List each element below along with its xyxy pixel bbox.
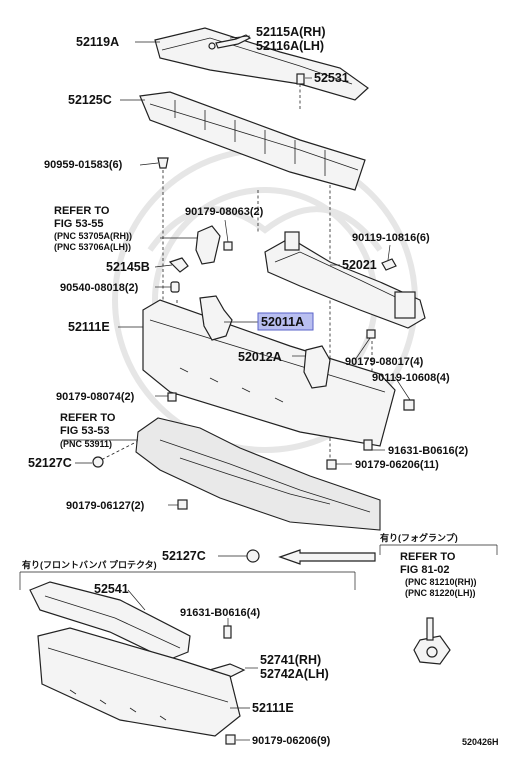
refer1-line4: (PNC 53706A(LH)) [54,242,131,252]
diagram-id: 520426H [462,737,499,747]
nut-90179-06206-bottom[interactable] [225,734,236,745]
label-91631-b0616-top[interactable]: 91631-B0616(2) [388,445,468,457]
label-52012A[interactable]: 52012A [238,350,282,364]
label-90119-10608[interactable]: 90119-10608(4) [372,372,450,384]
nut-90179-08074[interactable] [167,392,177,402]
nut-90179-06127[interactable] [177,499,188,510]
clip-52127C-top[interactable] [92,456,104,468]
clip-52127C-bottom[interactable] [246,549,260,563]
nut-90179-08063[interactable] [223,241,233,251]
bracket-52145B[interactable] [168,257,189,273]
protector-box [19,571,356,590]
refer2-line2[interactable]: FIG 53-53 [60,425,110,437]
label-52741[interactable]: 52741(RH) [260,653,321,667]
bolt-91631-b0616-bottom[interactable] [223,625,232,639]
label-52127C-bottom[interactable]: 52127C [162,549,206,563]
refer1-line1: REFER TO [54,205,110,217]
label-52531[interactable]: 52531 [314,71,349,85]
label-52011A[interactable]: 52011A [261,315,304,329]
label-90179-08017[interactable]: 90179-08017(4) [345,356,424,368]
leader-lines [62,35,411,741]
bracket-52011A[interactable] [199,295,233,341]
protector-52541[interactable] [29,581,191,661]
bracket-52012A[interactable] [303,345,331,389]
cushion-90540[interactable] [170,281,180,293]
bolt-91631-b0616-top[interactable] [363,439,373,451]
nut-90179-06206-top[interactable] [326,459,337,470]
bracket-53705A[interactable] [195,225,221,265]
reinforcement-52021[interactable] [264,231,426,329]
refer2-line3: (PNC 53911) [60,439,112,449]
label-90179-06206-top[interactable]: 90179-06206(11) [355,459,439,471]
label-52742A[interactable]: 52742A(LH) [260,667,329,681]
refer3-line1: REFER TO [400,551,456,563]
label-52111E-bottom[interactable]: 52111E [252,701,294,715]
refer2-line1: REFER TO [60,412,116,424]
label-52115A[interactable]: 52115A(RH) [256,25,325,39]
refer1-line3: (PNC 53705A(RH)) [54,231,132,241]
label-52541[interactable]: 52541 [94,582,129,596]
arrow-to-52127C [278,549,376,565]
label-90959-01583[interactable]: 90959-01583(6) [44,159,123,171]
label-90179-08074[interactable]: 90179-08074(2) [56,391,135,403]
label-52145B[interactable]: 52145B [106,260,150,274]
absorber-52125C[interactable] [139,91,366,191]
bolt-90119-10816[interactable] [381,258,397,271]
nut-90179-08017[interactable] [366,329,376,339]
clip-52115A[interactable] [208,34,252,50]
label-90179-06127[interactable]: 90179-06127(2) [66,500,145,512]
label-91631-b0616-bottom[interactable]: 91631-B0616(4) [180,607,260,619]
label-52111E-top[interactable]: 52111E [68,320,110,334]
fog-lamp-title: 有り(フォグランプ) [380,532,458,543]
clip-90959[interactable] [157,157,169,169]
refer3-line3: (PNC 81210(RH)) [405,577,477,587]
label-52127C-top[interactable]: 52127C [28,456,72,470]
labels: 52119A 52115A(RH) 52116A(LH) 52531 52125… [22,25,499,747]
fog-lamp-box [379,544,498,555]
label-90119-10816[interactable]: 90119-10816(6) [352,232,430,244]
refer1-line2[interactable]: FIG 53-55 [54,218,104,230]
refer3-line4: (PNC 81220(LH)) [405,588,476,598]
label-90540-08018[interactable]: 90540-08018(2) [60,282,139,294]
fog-lamp[interactable] [413,617,451,665]
highlight-52011A [257,312,314,331]
bumper-cover-52111E-bottom[interactable] [37,627,241,737]
spoiler-53911[interactable] [135,417,381,531]
bolt-90119-10608[interactable] [403,399,415,411]
protector-title: 有り(フロントバンパ プロテクタ) [22,559,157,570]
label-52125C[interactable]: 52125C [68,93,112,107]
label-52116A[interactable]: 52116A(LH) [256,39,324,53]
label-52021[interactable]: 52021 [342,258,377,272]
bolt-52531[interactable] [296,73,305,110]
label-52119A[interactable]: 52119A [76,35,119,49]
label-90179-06206-bottom[interactable]: 90179-06206(9) [252,735,331,747]
label-90179-08063[interactable]: 90179-08063(2) [185,206,264,218]
refer3-line2[interactable]: FIG 81-02 [400,564,450,576]
